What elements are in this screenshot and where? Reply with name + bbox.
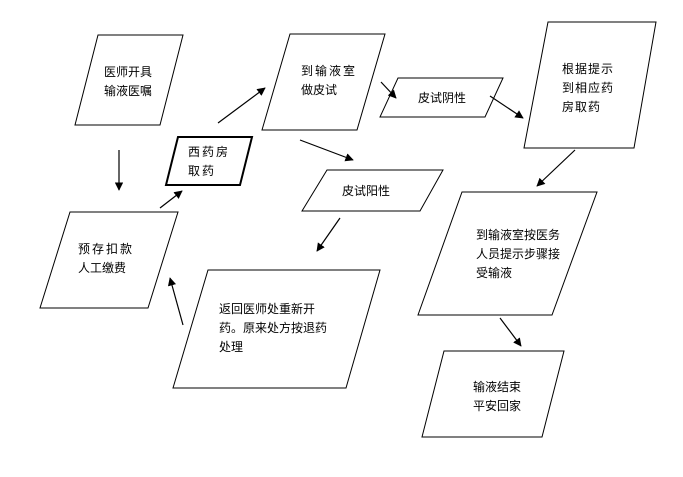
doctor-order-shape: [74, 34, 184, 126]
done-line-1: 输液结束: [473, 380, 522, 394]
skin-test-line-1: 到输液室: [301, 64, 358, 78]
western-pharmacy-line-2: 取药: [188, 164, 217, 178]
skin-test-shape: [261, 33, 386, 131]
infusion-room-line-3: 受输液: [476, 266, 513, 280]
positive-line-1: 皮试阳性: [342, 184, 391, 198]
return-doctor-shape: [172, 269, 381, 389]
done-label: 输液结束 平安回家: [473, 378, 521, 416]
return-doctor-line-2: 药。原来处方按退药: [219, 321, 328, 335]
doctor-order-line-2: 输液医嘱: [104, 84, 153, 98]
negative-shape: [379, 77, 504, 118]
pharmacy-by-prompt-line-2: 到相应药: [562, 81, 615, 95]
negative-label: 皮试阴性: [418, 89, 466, 108]
skin-test-line-2: 做皮试: [301, 83, 338, 97]
arrow-negative-to-prompt: [489, 95, 524, 119]
infusion-room-label: 到输液室按医务 人员提示步骤接 受输液: [476, 226, 560, 283]
doctor-order-line-1: 医师开具: [104, 65, 153, 79]
arrow-infusion-to-done: [499, 317, 522, 347]
doctor-order-label: 医师开具 输液医嘱: [104, 63, 152, 101]
arrow-pharmacy-to-skintest: [217, 87, 266, 124]
return-doctor-label: 返回医师处重新开 药。原来处方按退药 处理: [219, 300, 327, 357]
skin-test-label: 到输液室 做皮试: [301, 62, 357, 100]
western-pharmacy-label: 西药房 取药: [188, 143, 230, 181]
prepay-label: 预存扣款 人工缴费: [78, 240, 134, 278]
return-doctor-line-3: 处理: [219, 340, 244, 354]
western-pharmacy-shape: [164, 136, 254, 186]
negative-line-1: 皮试阴性: [418, 91, 467, 105]
arrow-skintest-to-positive: [299, 139, 354, 162]
prepay-line-2: 人工缴费: [78, 261, 127, 275]
infusion-room-line-2: 人员提示步骤接: [476, 247, 561, 261]
prepay-shape: [39, 211, 179, 309]
positive-label: 皮试阳性: [342, 182, 390, 201]
positive-shape: [301, 169, 444, 212]
pharmacy-by-prompt-label: 根据提示 到相应药 房取药: [562, 60, 614, 117]
done-shape: [421, 350, 565, 438]
pharmacy-by-prompt-shape: [523, 21, 657, 149]
arrow-prepay-to-pharmacy: [159, 190, 183, 209]
prepay-line-1: 预存扣款: [78, 242, 135, 256]
infusion-room-line-1: 到输液室按医务: [476, 228, 561, 242]
done-line-2: 平安回家: [473, 399, 522, 413]
arrow-positive-to-return: [316, 217, 341, 252]
western-pharmacy-line-1: 西药房: [188, 145, 231, 159]
arrow-skintest-to-negative: [380, 81, 397, 99]
arrow-return-to-prepay: [167, 277, 184, 326]
pharmacy-by-prompt-line-3: 房取药: [562, 100, 602, 114]
infusion-room-shape: [417, 191, 598, 316]
pharmacy-by-prompt-line-1: 根据提示: [562, 62, 615, 76]
return-doctor-line-1: 返回医师处重新开: [219, 302, 316, 316]
arrow-prompt-to-infusion: [536, 149, 576, 187]
